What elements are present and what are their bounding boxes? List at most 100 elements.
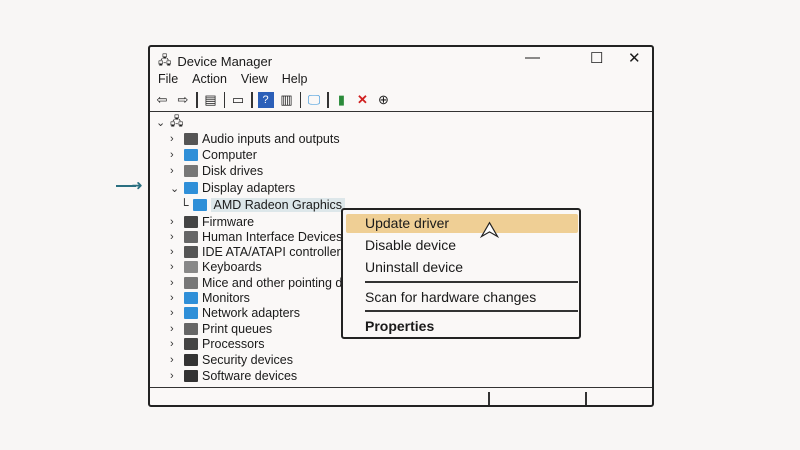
tree-item[interactable]: ›Firmware: [170, 214, 254, 230]
menu-help[interactable]: Help: [281, 72, 308, 86]
arrow-head-icon: ➜: [131, 177, 143, 193]
chevron-right-icon[interactable]: ›: [170, 307, 174, 319]
disk-icon: [184, 165, 198, 177]
view-icon[interactable]: ▥: [280, 92, 293, 107]
properties-icon[interactable]: ▭: [231, 92, 245, 107]
tree-item[interactable]: › Monitors: [170, 290, 250, 306]
chevron-right-icon[interactable]: ›: [170, 165, 174, 177]
toolbar-divider: [251, 92, 253, 108]
scan-hardware-item[interactable]: Scan for hardware changes: [365, 289, 537, 305]
tree-item[interactable]: └ AMD Radeon Graphics: [180, 197, 346, 213]
tree-item[interactable]: ›Processors: [170, 336, 265, 352]
toolbar-divider: [196, 92, 198, 108]
toolbar-divider: [327, 92, 329, 108]
download-icon[interactable]: ⊕: [378, 92, 389, 107]
tree-item-label: Network adapters: [202, 306, 300, 320]
tree-root[interactable]: ⌄ 🖧: [156, 114, 183, 130]
speaker-icon: [184, 133, 198, 145]
menu-action[interactable]: Action: [192, 72, 227, 86]
tree-item-label: Disk drives: [202, 164, 264, 178]
help-icon[interactable]: ?: [257, 92, 274, 108]
chevron-down-icon[interactable]: ⌄: [170, 182, 180, 195]
uninstall-device-item[interactable]: Uninstall device: [365, 259, 464, 275]
display-adapter-icon: [192, 199, 207, 211]
tree-item-label: Human Interface Devices: [202, 230, 343, 244]
chevron-right-icon[interactable]: ›: [170, 261, 174, 273]
context-menu: Update driver Disable device Uninstall d…: [341, 208, 581, 339]
window-title: Device Manager: [177, 54, 273, 69]
tree-item[interactable]: ⌄ Display adapters: [170, 180, 295, 196]
update-driver-item[interactable]: Update driver: [365, 215, 450, 231]
pointer-arrow: [116, 185, 136, 187]
toolbar: ⇦ ⇨ ▤ ▭ ? ▥ 🖵 ▮ ✕ ⊕: [150, 89, 652, 112]
tree-item-label: Display adapters: [202, 181, 296, 195]
chevron-right-icon[interactable]: ›: [170, 149, 174, 161]
forward-icon[interactable]: ⇨: [177, 92, 189, 107]
chevron-right-icon[interactable]: ›: [170, 216, 174, 228]
menu-bar: File Action View Help: [158, 72, 308, 86]
tree-item[interactable]: › Software devices: [170, 368, 297, 384]
controller-icon: [184, 246, 198, 258]
status-divider: [488, 392, 490, 405]
chevron-right-icon[interactable]: ›: [170, 277, 174, 289]
minimize-button[interactable]: —: [525, 49, 540, 66]
chevron-right-icon[interactable]: ›: [170, 338, 174, 350]
chevron-right-icon[interactable]: ›: [170, 370, 174, 382]
maximize-button[interactable]: ☐: [590, 50, 604, 67]
chevron-right-icon[interactable]: ›: [170, 292, 174, 304]
tree-item[interactable]: › Print queues: [170, 321, 272, 337]
display-adapter-icon: [184, 182, 198, 194]
monitor-icon: [184, 292, 198, 304]
mouse-cursor-icon: ⮝: [480, 218, 498, 241]
tree-item-label: Computer: [202, 148, 257, 162]
tree-item-label: Print queues: [202, 322, 273, 336]
tree-item[interactable]: › Mice and other pointing d: [170, 275, 342, 291]
scan-hardware-icon[interactable]: 🖵: [307, 92, 321, 107]
tree-item-label: Mice and other pointing d: [202, 276, 343, 290]
menu-separator: [365, 281, 578, 283]
chevron-right-icon[interactable]: ›: [170, 246, 174, 258]
chevron-right-icon[interactable]: ›: [170, 323, 174, 335]
disable-device-item[interactable]: Disable device: [365, 237, 457, 253]
chip-icon: [184, 216, 198, 228]
close-button[interactable]: ✕: [628, 50, 641, 67]
tree-item[interactable]: › IDE ATA/ATAPI controllers: [170, 244, 347, 260]
back-icon[interactable]: ⇦: [156, 92, 168, 107]
tree-item-label: Monitors: [202, 291, 250, 305]
menu-highlight: [346, 214, 578, 233]
tree-item[interactable]: › Network adapters: [170, 305, 300, 321]
tree-connector: └: [180, 198, 189, 212]
security-icon: [184, 354, 198, 366]
toolbar-divider: [223, 92, 225, 108]
tree-item-label: Keyboards: [202, 260, 262, 274]
mouse-icon: [184, 277, 198, 289]
update-driver-icon[interactable]: ▮: [337, 92, 346, 107]
software-icon: [184, 370, 198, 382]
chevron-right-icon[interactable]: ›: [170, 354, 174, 366]
properties-item[interactable]: Properties: [365, 318, 435, 334]
tree-item[interactable]: › Human Interface Devices: [170, 229, 342, 245]
menu-file[interactable]: File: [158, 72, 179, 86]
tree-item[interactable]: › Keyboards: [170, 259, 262, 275]
chevron-down-icon[interactable]: ⌄: [156, 116, 166, 129]
show-hide-tree-icon[interactable]: ▤: [204, 92, 217, 107]
keyboard-icon: [184, 261, 198, 273]
tree-item[interactable]: › Computer: [170, 147, 257, 163]
title-bar: 🖧 Device Manager: [158, 51, 272, 72]
tree-item-label: Audio inputs and outputs: [202, 132, 340, 146]
menu-view[interactable]: View: [240, 72, 268, 86]
status-bar: [150, 387, 652, 407]
tree-item-label: IDE ATA/ATAPI controllers: [202, 245, 347, 259]
computer-root-icon: 🖧: [170, 113, 184, 128]
tree-item[interactable]: › Security devices: [170, 352, 293, 368]
tree-item[interactable]: › Audio inputs and outputs: [170, 131, 340, 147]
uninstall-icon[interactable]: ✕: [357, 92, 368, 107]
hid-icon: [184, 231, 198, 243]
tree-item-label: Software devices: [202, 369, 298, 383]
tree-item-label: Security devices: [202, 353, 294, 367]
tree-item-label: AMD Radeon Graphics: [210, 198, 346, 212]
tree-item[interactable]: › Disk drives: [170, 163, 263, 179]
menu-separator: [365, 310, 578, 312]
chevron-right-icon[interactable]: ›: [170, 231, 174, 243]
chevron-right-icon[interactable]: ›: [170, 133, 174, 145]
